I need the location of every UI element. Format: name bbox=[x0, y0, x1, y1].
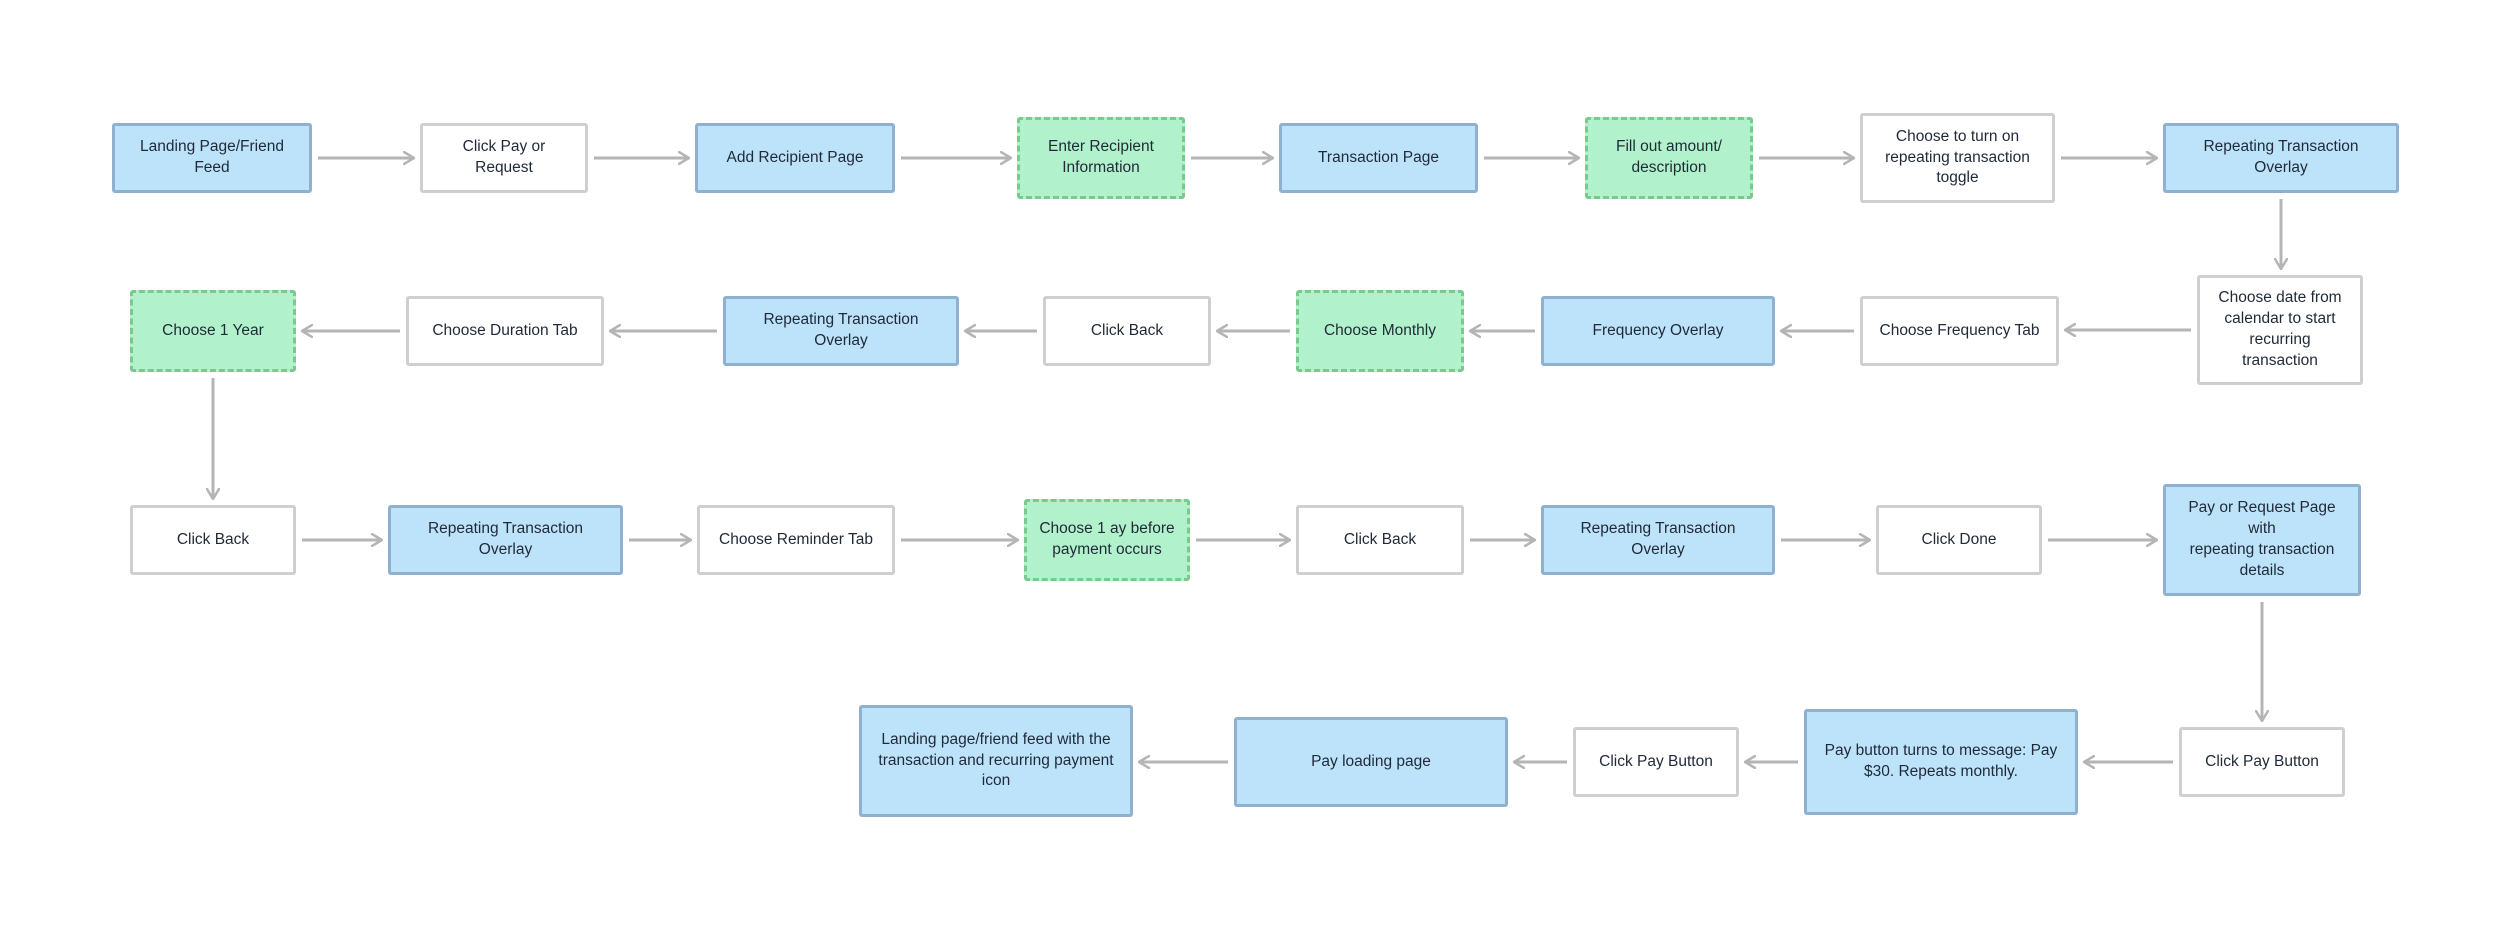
flow-node-17-click-back: Click Back bbox=[130, 505, 296, 575]
flow-node-label: Landing page/friend feed with the transa… bbox=[878, 730, 1114, 790]
flow-node-label: Click Pay Button bbox=[1599, 752, 1713, 770]
edge-layer bbox=[213, 158, 2281, 762]
flow-node-16-choose-1-year: Choose 1 Year bbox=[130, 290, 296, 372]
flow-node-label: Click Back bbox=[1343, 530, 1417, 548]
flow-node-15-choose-duration-tab: Choose Duration Tab bbox=[406, 296, 604, 366]
flow-node-label: Add Recipient Page bbox=[726, 148, 864, 166]
flow-node-label: Fill out amount/ description bbox=[1616, 138, 1722, 176]
flow-node-11-frequency-overlay: Frequency Overlay bbox=[1541, 296, 1775, 366]
flow-node-10-choose-frequency-tab: Choose Frequency Tab bbox=[1860, 296, 2059, 366]
flow-node-27-click-pay-button: Click Pay Button bbox=[1573, 727, 1739, 797]
flow-node-7-choose-to-turn-on-repeating-transaction-toggle: Choose to turn on repeating transaction … bbox=[1860, 113, 2055, 203]
flow-node-28-pay-loading-page: Pay loading page bbox=[1234, 717, 1508, 807]
flow-node-21-click-back: Click Back bbox=[1296, 505, 1464, 575]
flow-node-13-click-back: Click Back bbox=[1043, 296, 1211, 366]
flow-node-label: Click Pay or Request bbox=[462, 138, 546, 176]
flow-node-label: Choose Duration Tab bbox=[432, 321, 578, 339]
flow-node-label: Repeating Transaction Overlay bbox=[427, 520, 584, 558]
flow-node-label: Choose date from calendar to start recur… bbox=[2218, 289, 2342, 369]
flow-node-label: Click Back bbox=[1090, 321, 1164, 339]
flow-node-label: Pay button turns to message: Pay $30. Re… bbox=[1824, 742, 2058, 780]
flow-node-label: Choose 1 ay before payment occurs bbox=[1039, 520, 1175, 558]
flow-node-3-add-recipient-page: Add Recipient Page bbox=[695, 123, 895, 193]
flow-node-label: Transaction Page bbox=[1318, 148, 1439, 166]
flow-node-label: Frequency Overlay bbox=[1592, 321, 1724, 339]
flow-node-4-enter-recipient-information: Enter Recipient Information bbox=[1017, 117, 1185, 199]
flow-node-26-pay-button-turns-to-message-pay-30-repeats-monthly: Pay button turns to message: Pay $30. Re… bbox=[1804, 709, 2078, 815]
flow-node-label: Choose Reminder Tab bbox=[719, 530, 873, 548]
flow-node-label: Repeating Transaction Overlay bbox=[763, 311, 919, 349]
flow-node-label: Choose Frequency Tab bbox=[1879, 321, 2040, 339]
flow-node-label: Landing Page/Friend Feed bbox=[140, 138, 284, 176]
flow-node-20-choose-1-ay-before-payment-occurs: Choose 1 ay before payment occurs bbox=[1024, 499, 1190, 581]
flow-node-24-pay-or-request-page-with-repeating-transaction-details: Pay or Request Page with repeating trans… bbox=[2163, 484, 2361, 596]
flow-node-label: Pay or Request Page with repeating trans… bbox=[2188, 499, 2336, 579]
flow-node-6-fill-out-amount-description: Fill out amount/ description bbox=[1585, 117, 1753, 199]
flow-node-18-repeating-transaction-overlay: Repeating Transaction Overlay bbox=[388, 505, 623, 575]
flow-node-14-repeating-transaction-overlay: Repeating Transaction Overlay bbox=[723, 296, 959, 366]
flow-node-5-transaction-page: Transaction Page bbox=[1279, 123, 1478, 193]
flow-node-label: Repeating Transaction Overlay bbox=[1580, 520, 1736, 558]
flow-node-label: Choose 1 Year bbox=[162, 321, 264, 339]
flow-node-22-repeating-transaction-overlay: Repeating Transaction Overlay bbox=[1541, 505, 1775, 575]
flow-node-label: Click Done bbox=[1921, 530, 1997, 548]
flow-node-label: Enter Recipient Information bbox=[1048, 138, 1154, 176]
flow-node-29-landing-page-friend-feed-with-the-transaction-and-recurring-payment-icon: Landing page/friend feed with the transa… bbox=[859, 705, 1133, 817]
flow-node-25-click-pay-button: Click Pay Button bbox=[2179, 727, 2345, 797]
flow-node-8-repeating-transaction-overlay: Repeating Transaction Overlay bbox=[2163, 123, 2399, 193]
flow-node-label: Click Pay Button bbox=[2205, 752, 2319, 770]
flow-node-2-click-pay-or-request: Click Pay or Request bbox=[420, 123, 588, 193]
flow-node-19-choose-reminder-tab: Choose Reminder Tab bbox=[697, 505, 895, 575]
flow-node-23-click-done: Click Done bbox=[1876, 505, 2042, 575]
flow-node-9-choose-date-from-calendar-to-start-recurring-transaction: Choose date from calendar to start recur… bbox=[2197, 275, 2363, 385]
flow-node-1-landing-page-friend-feed: Landing Page/Friend Feed bbox=[112, 123, 312, 193]
flow-node-label: Choose Monthly bbox=[1323, 321, 1436, 339]
flow-node-label: Repeating Transaction Overlay bbox=[2203, 138, 2359, 176]
flow-node-label: Choose to turn on repeating transaction … bbox=[1885, 127, 2030, 187]
flow-node-label: Pay loading page bbox=[1311, 752, 1431, 770]
flow-node-label: Click Back bbox=[176, 530, 250, 548]
flow-node-12-choose-monthly: Choose Monthly bbox=[1296, 290, 1464, 372]
